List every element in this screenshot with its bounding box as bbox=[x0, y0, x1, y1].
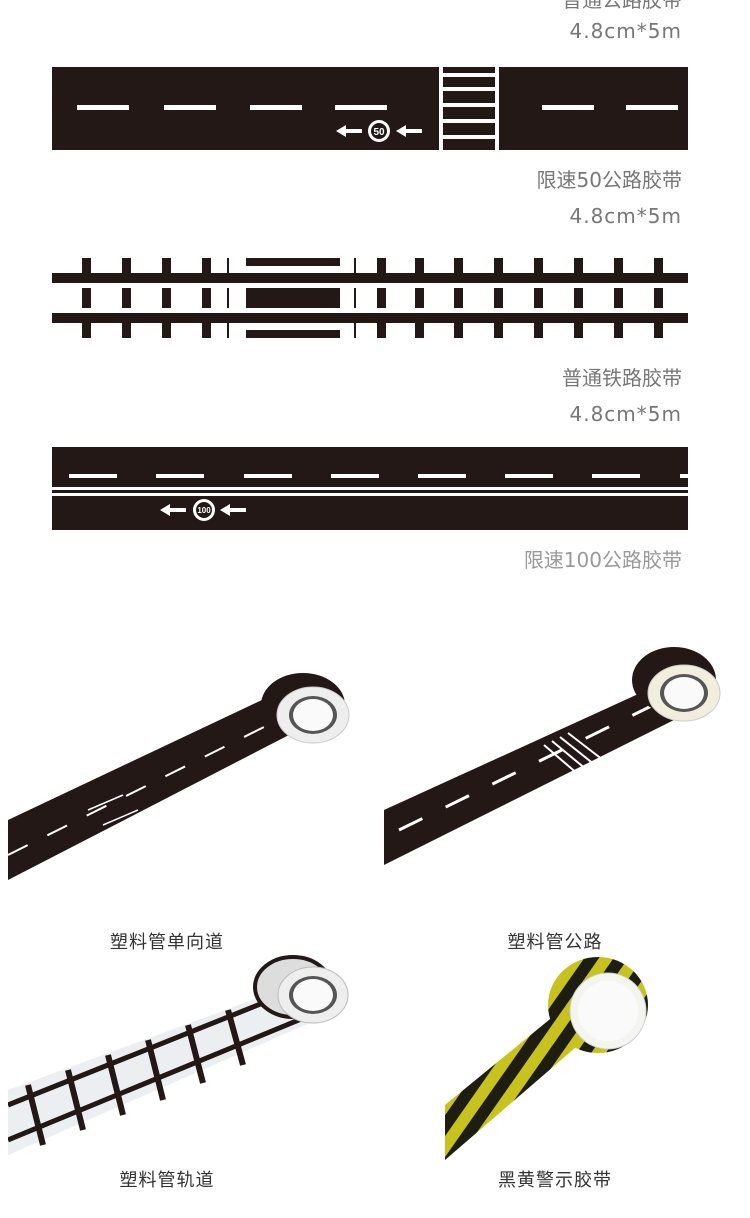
railway-tape bbox=[52, 258, 688, 338]
tape-name-railway: 普通铁路胶带 bbox=[562, 366, 682, 390]
product-photo-track bbox=[8, 955, 349, 1155]
caption-one-way-road: 塑料管单向道 bbox=[110, 932, 224, 953]
caption-track: 塑料管轨道 bbox=[119, 1170, 215, 1191]
caption-road: 塑料管公路 bbox=[507, 932, 603, 953]
tape-name-road: 普通公路胶带 bbox=[562, 0, 682, 12]
product-photo-one-way-road bbox=[8, 673, 350, 880]
tape-size-road: 4.8cm*5m bbox=[569, 19, 682, 43]
caption-warning: 黑黄警示胶带 bbox=[498, 1170, 612, 1191]
speed-100-road-tape: 100 bbox=[52, 447, 688, 530]
speed-sign-100: 100 bbox=[197, 506, 211, 515]
tape-name-speed50: 限速50公路胶带 bbox=[536, 168, 682, 192]
tape-size-speed50: 4.8cm*5m bbox=[569, 204, 682, 228]
tape-name-speed100: 限速100公路胶带 bbox=[523, 548, 682, 572]
tape-size-railway: 4.8cm*5m bbox=[569, 402, 682, 426]
speed-sign-50: 50 bbox=[373, 127, 385, 138]
product-photo-road bbox=[384, 647, 721, 865]
product-photo-warning bbox=[445, 957, 648, 1160]
speed-50-road-tape: 50 bbox=[52, 67, 688, 150]
